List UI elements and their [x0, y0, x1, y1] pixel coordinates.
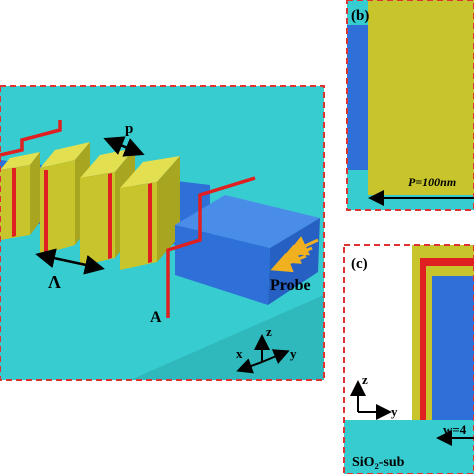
grating-bars — [0, 142, 180, 270]
panel-c-label: (c) — [351, 256, 368, 272]
panel-b-border — [346, 0, 474, 211]
panel-a-border — [0, 85, 325, 381]
lambda-arrow — [35, 248, 105, 275]
panel-c: (c) z y w=4 SiO₂-sub — [343, 244, 474, 474]
panel-c-blue — [432, 276, 474, 420]
axis-y-label: y — [290, 346, 297, 361]
a-label: A — [150, 309, 162, 326]
panel-c-width: w=4 — [443, 422, 467, 437]
axes-triad: z y x — [236, 324, 297, 374]
panel-b-yellow — [368, 0, 474, 195]
panel-c-substrate-label: SiO₂-sub — [352, 455, 405, 470]
panel-b: (b) P=100nm — [346, 0, 474, 211]
probe-arrows — [270, 236, 319, 273]
axis-x-label: x — [236, 346, 243, 361]
axis-z-label: z — [266, 324, 272, 339]
panel-c-border — [343, 244, 474, 474]
panel-c-substrate — [344, 420, 474, 474]
p-arrow — [103, 136, 145, 157]
panel-c-axis-y: y — [391, 404, 398, 419]
panel-b-label: (b) — [351, 8, 369, 24]
red-probe-left — [0, 120, 62, 157]
probe-label: Probe — [270, 277, 311, 294]
panel-a: p Λ Probe A z y x — [0, 85, 325, 381]
red-probe-right — [166, 176, 256, 318]
panel-b-dimension: P=100nm — [408, 175, 456, 189]
p-label: p — [125, 121, 133, 137]
lambda-label: Λ — [48, 272, 61, 292]
panel-c-axis-z: z — [362, 372, 368, 387]
